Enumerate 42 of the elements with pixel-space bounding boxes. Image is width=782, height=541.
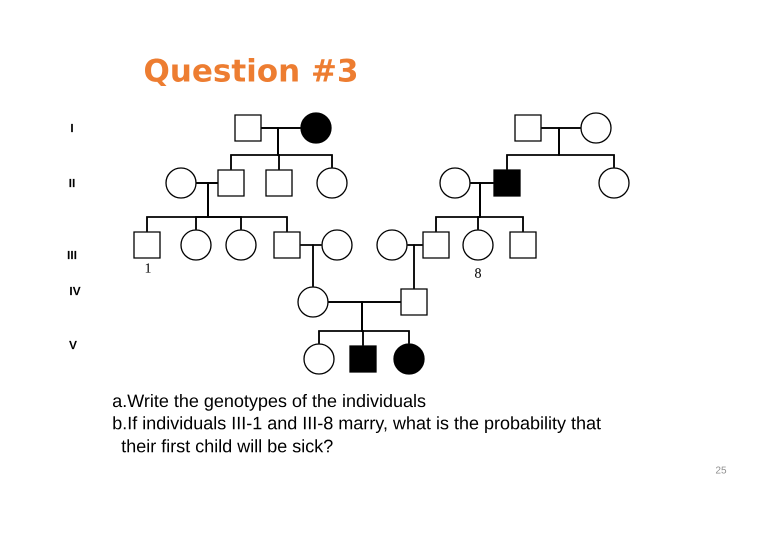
descent-line: [479, 182, 524, 232]
generation-label: III: [68, 250, 76, 260]
generation-label: I: [71, 124, 73, 132]
generation-label: II: [69, 178, 75, 188]
circle-symbol: [180, 229, 212, 261]
filled-circle-symbol: [300, 112, 332, 144]
circle-symbol: [297, 286, 329, 318]
generation-label: V: [69, 340, 77, 350]
filled-square-symbol: [349, 345, 377, 373]
square-symbol: [514, 114, 542, 142]
square-symbol: [273, 231, 301, 259]
circle-symbol: [165, 167, 197, 199]
individual-number: 8: [475, 268, 481, 278]
circle-symbol: [303, 343, 335, 375]
filled-circle-symbol: [393, 343, 425, 375]
circle-symbol: [376, 229, 408, 261]
generation-label: IV: [70, 286, 81, 296]
circle-symbol: [316, 167, 348, 199]
individual-number: 1: [146, 263, 151, 273]
question-text: a.Write the genotypes of the individuals: [112, 394, 426, 411]
circle-symbol: [462, 229, 494, 261]
square-symbol: [509, 231, 537, 259]
filled-square-symbol: [493, 169, 521, 197]
square-symbol: [217, 169, 245, 197]
circle-symbol: [321, 229, 353, 261]
descent-line: [558, 127, 615, 168]
circle-symbol: [580, 112, 612, 144]
square-symbol: [400, 288, 428, 316]
square-symbol: [133, 231, 161, 259]
title: Question #3: [145, 58, 356, 86]
descent-line: [312, 244, 322, 286]
page-number: 25: [716, 466, 726, 474]
question-text: b.If individuals III-1 and III-8 marry, what is the probability that their first child will be sick?: [113, 416, 601, 452]
square-symbol: [234, 114, 262, 142]
circle-symbol: [439, 167, 471, 199]
circle-symbol: [225, 229, 257, 261]
square-symbol: [265, 169, 293, 197]
circle-symbol: [598, 167, 630, 199]
descent-line: [277, 127, 333, 168]
descent-line: [413, 244, 422, 288]
square-symbol: [422, 231, 450, 259]
descent-line: [361, 301, 410, 344]
